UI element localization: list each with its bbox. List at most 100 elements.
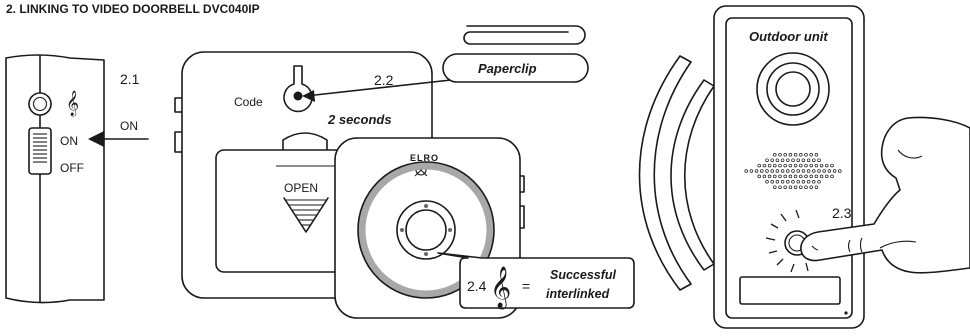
grille-hole bbox=[780, 158, 785, 162]
grille-hole bbox=[770, 158, 774, 162]
grille-hole bbox=[780, 169, 785, 173]
hand-shape bbox=[800, 116, 970, 274]
mic-hole bbox=[844, 311, 848, 315]
brand-logo: ELRO bbox=[410, 153, 439, 163]
grille-hole bbox=[838, 169, 842, 173]
grille-hole bbox=[809, 185, 813, 189]
callout-bubble bbox=[437, 252, 635, 309]
grille-hole bbox=[767, 174, 772, 179]
step-2-1: 2.1 bbox=[120, 71, 140, 87]
grille-hole bbox=[809, 153, 813, 157]
grille-hole bbox=[775, 169, 780, 173]
open-arrow-icon bbox=[283, 197, 329, 233]
light-ring bbox=[358, 162, 494, 298]
button-leds bbox=[400, 204, 452, 256]
grille-hole bbox=[770, 169, 774, 173]
grille-hole bbox=[825, 163, 829, 168]
grille-hole bbox=[775, 158, 780, 162]
hand-finger-crease bbox=[879, 240, 917, 249]
outdoor-unit: Outdoor unit 2.3 bbox=[713, 5, 865, 329]
step-2-3: 2.3 bbox=[832, 205, 852, 221]
panel-body bbox=[5, 54, 105, 304]
switch-panel: 𝄞 ON OFF ON 2.1 bbox=[5, 54, 149, 304]
grille-hole bbox=[814, 163, 819, 168]
grille-hole bbox=[744, 169, 748, 173]
arrow-on-label: ON bbox=[120, 119, 138, 133]
grille-hole bbox=[832, 169, 837, 173]
grille-hole bbox=[793, 153, 798, 157]
grille-hole bbox=[791, 158, 795, 162]
grille-hole bbox=[796, 169, 800, 173]
grille-hole bbox=[786, 169, 790, 173]
grille-hole bbox=[783, 153, 787, 157]
grille-hole bbox=[825, 174, 829, 179]
grille-hole bbox=[819, 174, 824, 179]
grille-hole bbox=[783, 185, 787, 189]
grille-hole bbox=[804, 163, 808, 168]
grille-hole bbox=[799, 174, 803, 179]
grille-hole bbox=[762, 163, 767, 168]
grille-hole bbox=[806, 158, 811, 162]
grille-hole bbox=[783, 163, 787, 168]
name-plate bbox=[739, 276, 841, 305]
paperclip-label-box bbox=[442, 53, 589, 83]
grille-hole bbox=[814, 174, 819, 179]
step-2-4: 2.4 bbox=[467, 278, 487, 294]
grille-hole bbox=[778, 163, 782, 168]
camera-lens bbox=[775, 71, 811, 107]
grille-hole bbox=[791, 169, 795, 173]
grille-hole bbox=[799, 153, 803, 157]
result-line-1: Successful bbox=[550, 268, 617, 282]
grille-hole bbox=[812, 158, 816, 162]
paperclip-label: Paperclip bbox=[478, 61, 537, 76]
panel-button-inner bbox=[32, 96, 48, 112]
grille-hole bbox=[806, 180, 811, 184]
grille-hole bbox=[812, 169, 816, 173]
grille-hole bbox=[757, 163, 761, 168]
result-line-2: interlinked bbox=[546, 287, 610, 301]
grille-hole bbox=[749, 169, 754, 173]
hand-joint-2 bbox=[847, 239, 851, 253]
grille-hole bbox=[765, 158, 769, 162]
grille-hole bbox=[760, 169, 764, 173]
grille-hole bbox=[804, 185, 808, 189]
chime-back: 2.2 Code 2 seconds OPEN bbox=[174, 51, 461, 299]
code-arrow bbox=[302, 78, 461, 102]
grille-hole bbox=[765, 180, 769, 184]
grille-hole bbox=[804, 174, 808, 179]
grille-hole bbox=[827, 169, 832, 173]
grille-hole bbox=[770, 180, 774, 184]
grille-hole bbox=[788, 185, 793, 189]
equals-sign: = bbox=[522, 278, 530, 294]
panel-button bbox=[28, 92, 52, 116]
screw-cover bbox=[282, 132, 328, 153]
grille-hole bbox=[801, 180, 806, 184]
grille-hole bbox=[799, 185, 803, 189]
grille-hole bbox=[778, 174, 782, 179]
grille-hole bbox=[773, 174, 777, 179]
grille-hole bbox=[773, 163, 777, 168]
treble-clef-icon: 𝄞 bbox=[490, 266, 511, 309]
grille-hole bbox=[830, 163, 834, 168]
grille-hole bbox=[762, 174, 767, 179]
grille-hole bbox=[788, 153, 793, 157]
grille-hole bbox=[796, 158, 800, 162]
grille-hole bbox=[801, 169, 806, 173]
fingernail bbox=[811, 245, 819, 251]
grille-hole bbox=[788, 174, 793, 179]
arrow-icon bbox=[88, 131, 149, 147]
grille-hole bbox=[819, 163, 824, 168]
grille-hole bbox=[773, 153, 777, 157]
outdoor-unit-title: Outdoor unit bbox=[749, 29, 828, 44]
hand-joint bbox=[859, 237, 863, 253]
treble-clef-icon: 𝄞 bbox=[66, 90, 79, 116]
grille-hole bbox=[767, 163, 772, 168]
grille-hole bbox=[778, 185, 782, 189]
duration-label: 2 seconds bbox=[327, 112, 392, 127]
chime-button-inner bbox=[405, 209, 447, 251]
grille-hole bbox=[773, 185, 777, 189]
grille-hole bbox=[817, 158, 821, 162]
code-label: Code bbox=[234, 95, 263, 109]
open-label: OPEN bbox=[284, 181, 318, 195]
